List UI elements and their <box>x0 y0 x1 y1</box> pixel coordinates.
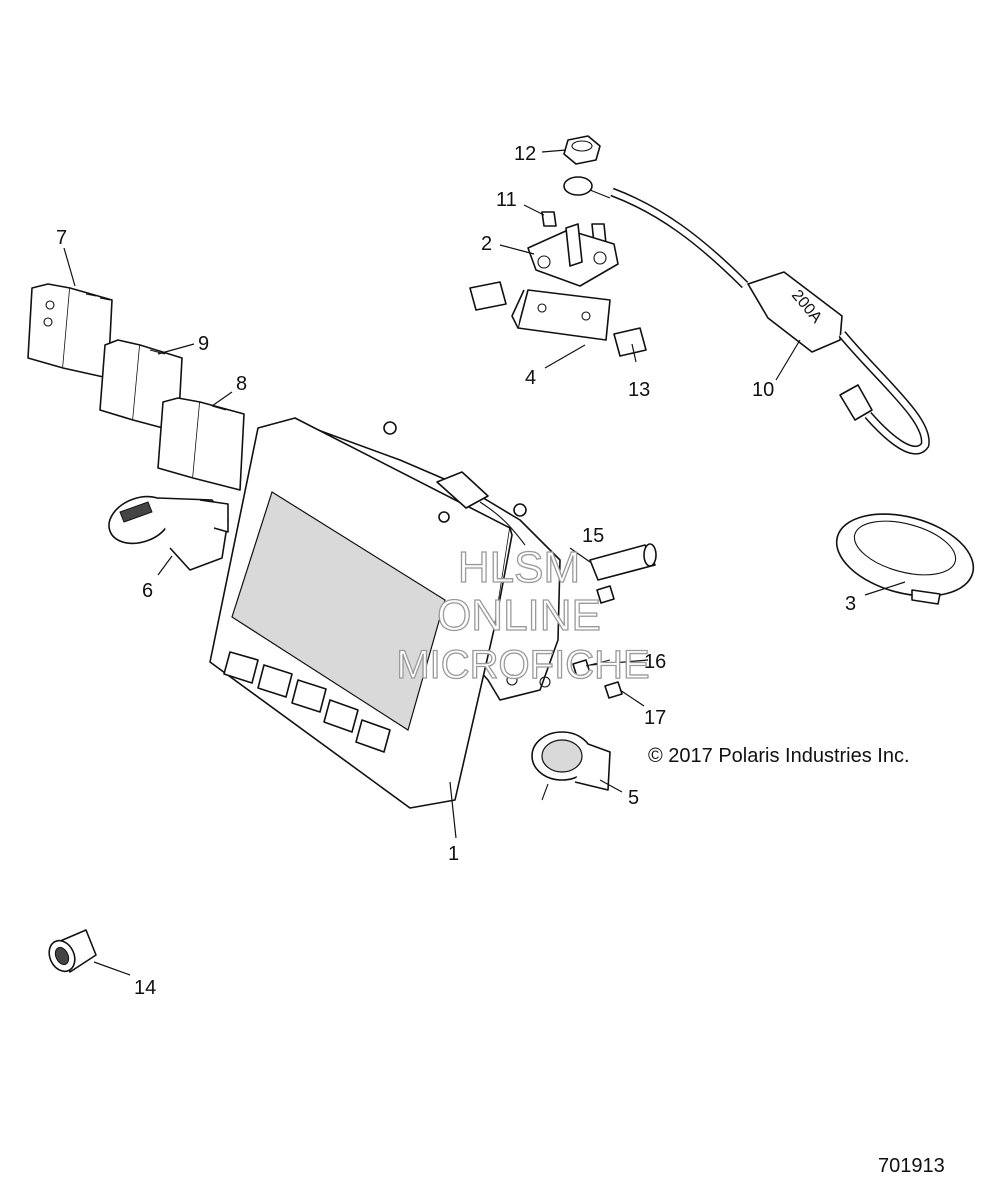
callout-13: 13 <box>628 379 650 401</box>
figure-id: 701913 <box>878 1155 945 1177</box>
watermark-line-3: MICROFICHE <box>396 643 649 687</box>
callout-2: 2 <box>481 233 492 255</box>
watermark-line-1: HLSM <box>458 543 580 592</box>
callout-11: 11 <box>496 189 517 211</box>
cover-part-3 <box>835 513 975 605</box>
nut-part-12 <box>563 135 601 165</box>
callout-9: 9 <box>198 333 209 355</box>
callout-15: 15 <box>582 525 604 547</box>
rocker-switch-part-8 <box>157 397 245 491</box>
watermark-line-2: ONLINE <box>437 591 601 640</box>
callout-5: 5 <box>628 787 639 809</box>
callout-14: 14 <box>134 977 156 999</box>
plug-part-15 <box>589 543 657 581</box>
callout-17: 17 <box>644 707 666 729</box>
callout-3: 3 <box>845 593 856 615</box>
callout-16: 16 <box>644 651 666 673</box>
callout-6: 6 <box>142 580 153 602</box>
indicator-part-14 <box>48 929 97 973</box>
ignition-switch-part-6 <box>108 495 229 571</box>
power-socket-part-5 <box>531 731 611 801</box>
battery-cable-part-10: 200A <box>563 176 930 455</box>
screw-extra <box>596 585 615 604</box>
callout-7: 7 <box>56 227 67 249</box>
bracket-part-4 <box>511 289 611 341</box>
display-buttons <box>223 651 391 753</box>
terminal-post-part-2 <box>527 223 619 287</box>
display-panel-part <box>209 417 561 809</box>
callout-12: 12 <box>514 143 536 165</box>
screw-part-17 <box>604 681 623 699</box>
clip-part-13 <box>469 281 647 357</box>
callout-4: 4 <box>525 367 536 389</box>
watermark: HLSM ONLINE MICROFICHE <box>396 542 651 687</box>
fuse-body: 200A <box>747 271 843 353</box>
copyright-notice: © 2017 Polaris Industries Inc. <box>648 745 910 767</box>
callout-8: 8 <box>236 373 247 395</box>
rocker-switch-part-7 <box>27 283 113 379</box>
callout-1: 1 <box>448 843 459 865</box>
leader-lines <box>63 149 906 976</box>
callout-10: 10 <box>752 379 774 401</box>
callout-numbers: 1 2 3 4 5 6 7 8 9 10 11 12 13 14 15 16 1… <box>56 143 856 999</box>
